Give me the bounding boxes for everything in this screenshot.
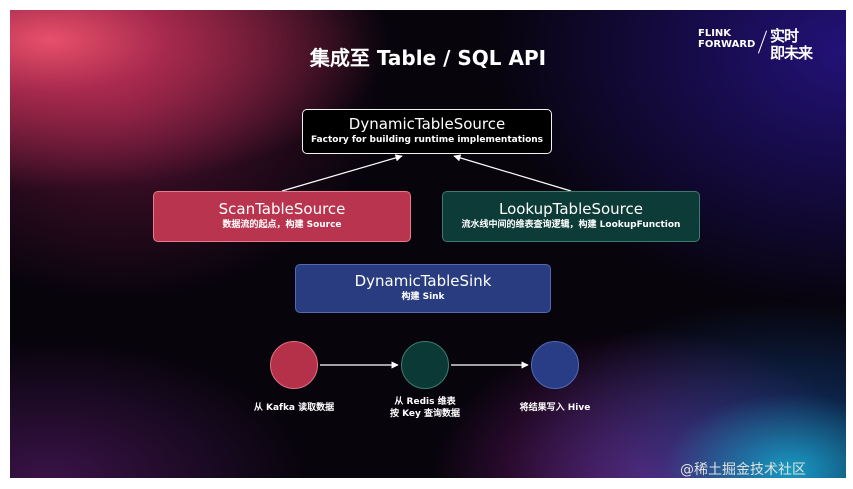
- flow-label-kafka-line-1: 从 Kafka 读取数据: [253, 403, 335, 413]
- arrow-lookup-to-source: [453, 154, 572, 192]
- sink-name: DynamicTableSink: [354, 272, 492, 290]
- logo-text: FLINK FORWARD: [698, 28, 755, 50]
- flow-label-redis-line-1: 从 Redis 维表: [394, 397, 456, 407]
- logo-cn-line-1: 实时: [770, 27, 799, 45]
- logo-line-2: FORWARD: [698, 39, 756, 50]
- connector-arrows: [281, 154, 572, 369]
- flow-node-kafka: [270, 341, 318, 389]
- flow-label-hive: 将结果写入 Hive: [485, 402, 625, 414]
- flow-node-redis: [401, 341, 449, 389]
- logo-cn-line-2: 即未来: [770, 44, 813, 62]
- lookup-name: LookupTableSource: [498, 200, 643, 218]
- flow-node-hive: [531, 341, 579, 389]
- scan-table-source-box: ScanTableSource 数据流的起点，构建 Source: [153, 191, 411, 242]
- logo-cn-text: 实时 即未来: [770, 27, 813, 62]
- flow-label-redis-line-2: 按 Key 查询数据: [389, 409, 461, 419]
- source-name: DynamicTableSource: [348, 115, 506, 133]
- dynamic-table-source-box: DynamicTableSource Factory for building …: [302, 109, 552, 154]
- source-desc: Factory for building runtime implementat…: [310, 135, 544, 145]
- arrow-scan-to-source: [281, 154, 403, 192]
- watermark: @稀土掘金技术社区: [680, 462, 806, 478]
- sink-desc: 构建 Sink: [401, 292, 445, 302]
- scan-name: ScanTableSource: [218, 200, 346, 218]
- slide: 集成至 Table / SQL API FLINK FORWARD 实时 即未来…: [10, 10, 846, 478]
- flink-forward-logo: FLINK FORWARD 实时 即未来: [698, 28, 838, 70]
- flow-label-redis: 从 Redis 维表 按 Key 查询数据: [355, 396, 495, 420]
- flow-label-hive-line-1: 将结果写入 Hive: [519, 403, 591, 413]
- scan-desc: 数据流的起点，构建 Source: [222, 220, 342, 230]
- logo-line-1: FLINK: [698, 28, 732, 39]
- lookup-table-source-box: LookupTableSource 流水线中间的维表查询逻辑，构建 Lookup…: [442, 191, 700, 242]
- slide-title: 集成至 Table / SQL API: [309, 46, 547, 70]
- flow-label-kafka: 从 Kafka 读取数据: [224, 402, 364, 414]
- lookup-desc: 流水线中间的维表查询逻辑，构建 LookupFunction: [461, 220, 681, 230]
- dynamic-table-sink-box: DynamicTableSink 构建 Sink: [295, 264, 551, 313]
